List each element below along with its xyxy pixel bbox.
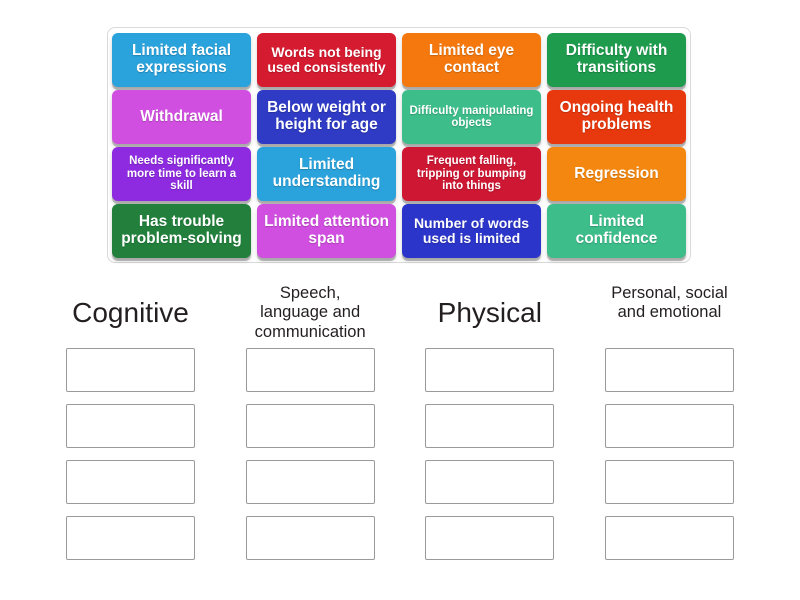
dropzone[interactable] xyxy=(245,516,375,560)
answer-tile[interactable]: Limited facial expressions xyxy=(112,33,251,87)
sort-column: Personal, social and emotional xyxy=(585,282,754,582)
answer-tile[interactable]: Withdrawal xyxy=(112,90,251,144)
answer-tile[interactable]: Words not being used consistently xyxy=(257,33,396,87)
dropzone[interactable] xyxy=(66,460,195,504)
dropzone[interactable] xyxy=(245,460,375,504)
column-title: Speech, language and communication xyxy=(254,284,366,341)
sort-columns: Cognitive Speech, language and communicat… xyxy=(46,282,754,582)
dropzone-list xyxy=(226,348,395,560)
answer-tile[interactable]: Limited eye contact xyxy=(402,33,541,87)
dropzone[interactable] xyxy=(425,516,555,560)
answer-tile[interactable]: Frequent falling, tripping or bumping in… xyxy=(402,147,541,201)
answer-tile[interactable]: Below weight or height for age xyxy=(257,90,396,144)
dropzone[interactable] xyxy=(604,516,734,560)
dropzone[interactable] xyxy=(66,404,195,448)
sort-column: Speech, language and communication xyxy=(226,282,395,582)
answer-tile[interactable]: Regression xyxy=(547,147,686,201)
dropzone[interactable] xyxy=(604,348,734,392)
dropzone[interactable] xyxy=(66,348,195,392)
dropzone[interactable] xyxy=(425,460,555,504)
dropzone[interactable] xyxy=(604,460,734,504)
dropzone[interactable] xyxy=(245,348,375,392)
dropzone-list xyxy=(46,348,215,560)
dropzone[interactable] xyxy=(425,348,555,392)
tile-row: Needs significantly more time to learn a… xyxy=(112,147,686,201)
answer-tile[interactable]: Limited confidence xyxy=(547,204,686,258)
answer-tile[interactable]: Difficulty manipulating objects xyxy=(402,90,541,144)
column-title: Physical xyxy=(437,297,542,329)
answer-tile[interactable]: Has trouble problem-solving xyxy=(112,204,251,258)
dropzone[interactable] xyxy=(66,516,195,560)
column-title: Personal, social and emotional xyxy=(611,284,728,322)
answer-tile[interactable]: Limited attention span xyxy=(257,204,396,258)
sort-column: Physical xyxy=(405,282,574,582)
dropzone-list xyxy=(585,348,754,560)
answer-tile[interactable]: Limited understanding xyxy=(257,147,396,201)
dropzone[interactable] xyxy=(425,404,555,448)
column-title: Cognitive xyxy=(72,297,189,329)
answer-tile[interactable]: Number of words used is limited xyxy=(402,204,541,258)
answer-tile[interactable]: Needs significantly more time to learn a… xyxy=(112,147,251,201)
dropzone[interactable] xyxy=(604,404,734,448)
dropzone-list xyxy=(405,348,574,560)
answer-tile[interactable]: Ongoing health problems xyxy=(547,90,686,144)
sort-column: Cognitive xyxy=(46,282,215,582)
answer-tile[interactable]: Difficulty with transitions xyxy=(547,33,686,87)
dropzone[interactable] xyxy=(245,404,375,448)
